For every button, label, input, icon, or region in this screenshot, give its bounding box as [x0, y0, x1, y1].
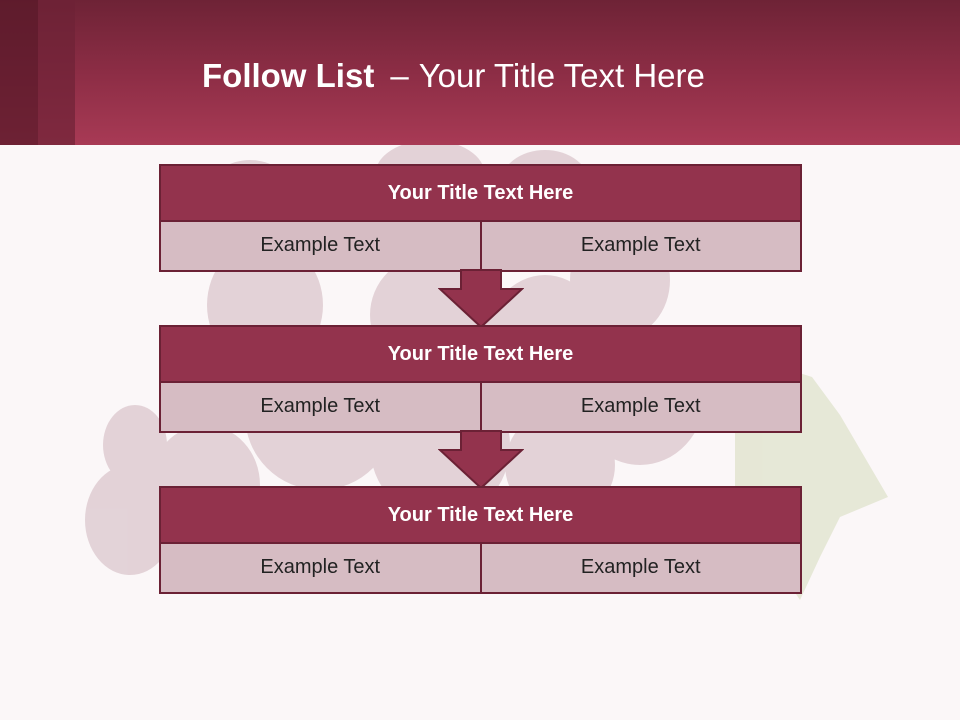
block-title[interactable]: Your Title Text Here	[159, 325, 802, 383]
block-row: Example Text Example Text	[159, 222, 802, 272]
follow-list-block: Your Title Text Here Example Text Exampl…	[159, 325, 802, 433]
block-title[interactable]: Your Title Text Here	[159, 486, 802, 544]
arrow-down-icon	[438, 269, 524, 329]
block-cell[interactable]: Example Text	[159, 222, 482, 272]
block-cell[interactable]: Example Text	[481, 544, 802, 594]
slide-title-dash: –	[390, 57, 409, 94]
follow-list-block: Your Title Text Here Example Text Exampl…	[159, 164, 802, 272]
title-bar: Follow List–Your Title Text Here	[0, 0, 960, 145]
arrow-down-icon	[438, 430, 524, 490]
slide-title-bold: Follow List	[202, 57, 375, 94]
block-cell[interactable]: Example Text	[159, 383, 482, 433]
block-title[interactable]: Your Title Text Here	[159, 164, 802, 222]
follow-list-block: Your Title Text Here Example Text Exampl…	[159, 486, 802, 594]
slide-title[interactable]: Follow List–Your Title Text Here	[202, 52, 705, 100]
block-row: Example Text Example Text	[159, 383, 802, 433]
block-cell[interactable]: Example Text	[159, 544, 482, 594]
header-accent-stripe	[38, 0, 75, 145]
block-row: Example Text Example Text	[159, 544, 802, 594]
slide-title-rest: Your Title Text Here	[418, 57, 705, 94]
block-cell[interactable]: Example Text	[481, 222, 802, 272]
header-accent-stripe	[0, 0, 38, 145]
block-cell[interactable]: Example Text	[481, 383, 802, 433]
